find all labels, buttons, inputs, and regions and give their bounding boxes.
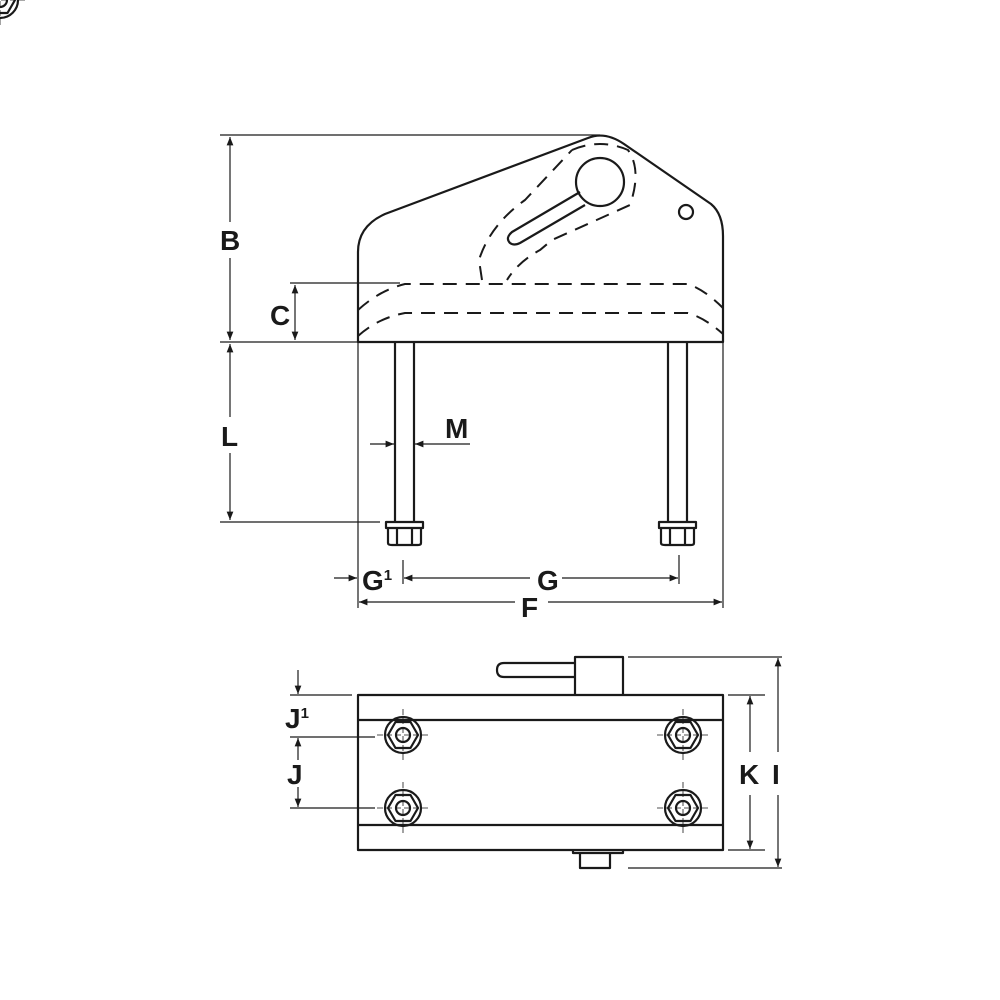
pivot-pin — [574, 156, 626, 208]
cleat-body-outline — [356, 134, 725, 344]
hidden-base-line-upper — [357, 283, 724, 311]
label-l: L — [221, 421, 238, 452]
lever-slot — [506, 191, 586, 246]
label-b: B — [220, 225, 240, 256]
label-k: K — [739, 759, 759, 790]
bolt-left — [384, 342, 425, 547]
hidden-base-line-lower — [357, 312, 724, 337]
label-j1: J1 — [285, 703, 309, 734]
nut — [0, 0, 26, 26]
label-j: J — [287, 759, 303, 790]
lever-handle — [495, 655, 625, 695]
label-i: I — [772, 759, 780, 790]
label-g: G — [537, 565, 559, 596]
nut-top-left — [375, 707, 431, 763]
top-view: J1 J K I — [0, 0, 782, 870]
hidden-cam-outline — [477, 143, 637, 281]
nut-top-right — [655, 707, 711, 763]
label-f: F — [521, 592, 538, 623]
label-g1: G1 — [362, 565, 392, 596]
bottom-tab — [571, 850, 625, 870]
label-m: M — [445, 413, 468, 444]
bolt-right — [657, 342, 698, 547]
nut-bottom-left — [375, 780, 431, 836]
nut-bottom-right — [655, 780, 711, 836]
label-c: C — [270, 300, 290, 331]
mounting-hole — [677, 203, 695, 221]
base-plate — [356, 693, 725, 852]
front-view: B C L M G1 G F — [220, 134, 725, 623]
